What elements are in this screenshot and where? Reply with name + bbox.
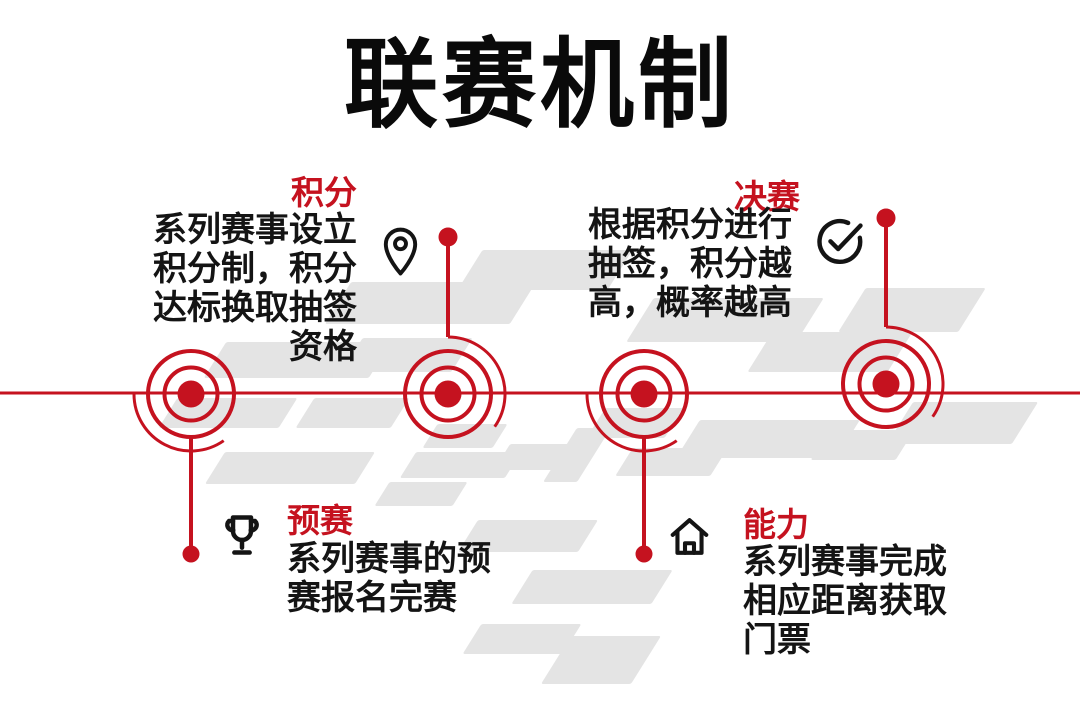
node-ring-outer <box>403 349 493 439</box>
node-core-dot <box>872 370 900 398</box>
node-stem-dot <box>438 227 458 247</box>
node-core-dot <box>177 380 205 408</box>
section-ability-label: 能力 <box>743 506 809 543</box>
node-stem-dot <box>635 545 653 563</box>
house-icon <box>665 510 714 563</box>
trophy-icon <box>215 507 269 563</box>
node-outer-arc <box>885 325 945 418</box>
section-preliminary-body: 系列赛事的预 赛报名完赛 <box>287 540 491 617</box>
node-outer-arc <box>447 335 507 428</box>
section-points-body: 系列赛事设立 积分制，积分 达标换取抽签 资格 <box>153 211 357 366</box>
node-stem-dot <box>876 208 896 228</box>
section-points-label: 积分 <box>291 174 357 211</box>
timeline-node-ability <box>841 208 945 429</box>
check-circle-icon <box>813 215 866 268</box>
section-finals-label: 决赛 <box>734 178 800 215</box>
timeline-node-finals <box>585 349 689 563</box>
node-core-dot <box>630 380 658 408</box>
section-preliminary-label: 预赛 <box>287 502 353 539</box>
node-ring-inner <box>615 365 673 423</box>
node-ring-inner <box>162 365 220 423</box>
page-title: 联赛机制 <box>343 29 736 140</box>
location-pin-icon <box>377 220 424 278</box>
node-ring-inner <box>419 365 477 423</box>
node-ring-outer <box>841 339 931 429</box>
node-ring-inner <box>857 355 915 413</box>
timeline-node-preliminary <box>403 227 507 439</box>
node-core-dot <box>434 380 462 408</box>
timeline-node-points <box>132 349 236 563</box>
section-finals-body: 根据积分进行 抽签，积分越 高，概率越高 <box>588 206 792 322</box>
node-outer-arc <box>132 393 225 453</box>
node-stem-dot <box>182 545 200 563</box>
node-outer-arc <box>585 393 678 453</box>
section-ability-body: 系列赛事完成 相应距离获取 门票 <box>743 543 947 659</box>
